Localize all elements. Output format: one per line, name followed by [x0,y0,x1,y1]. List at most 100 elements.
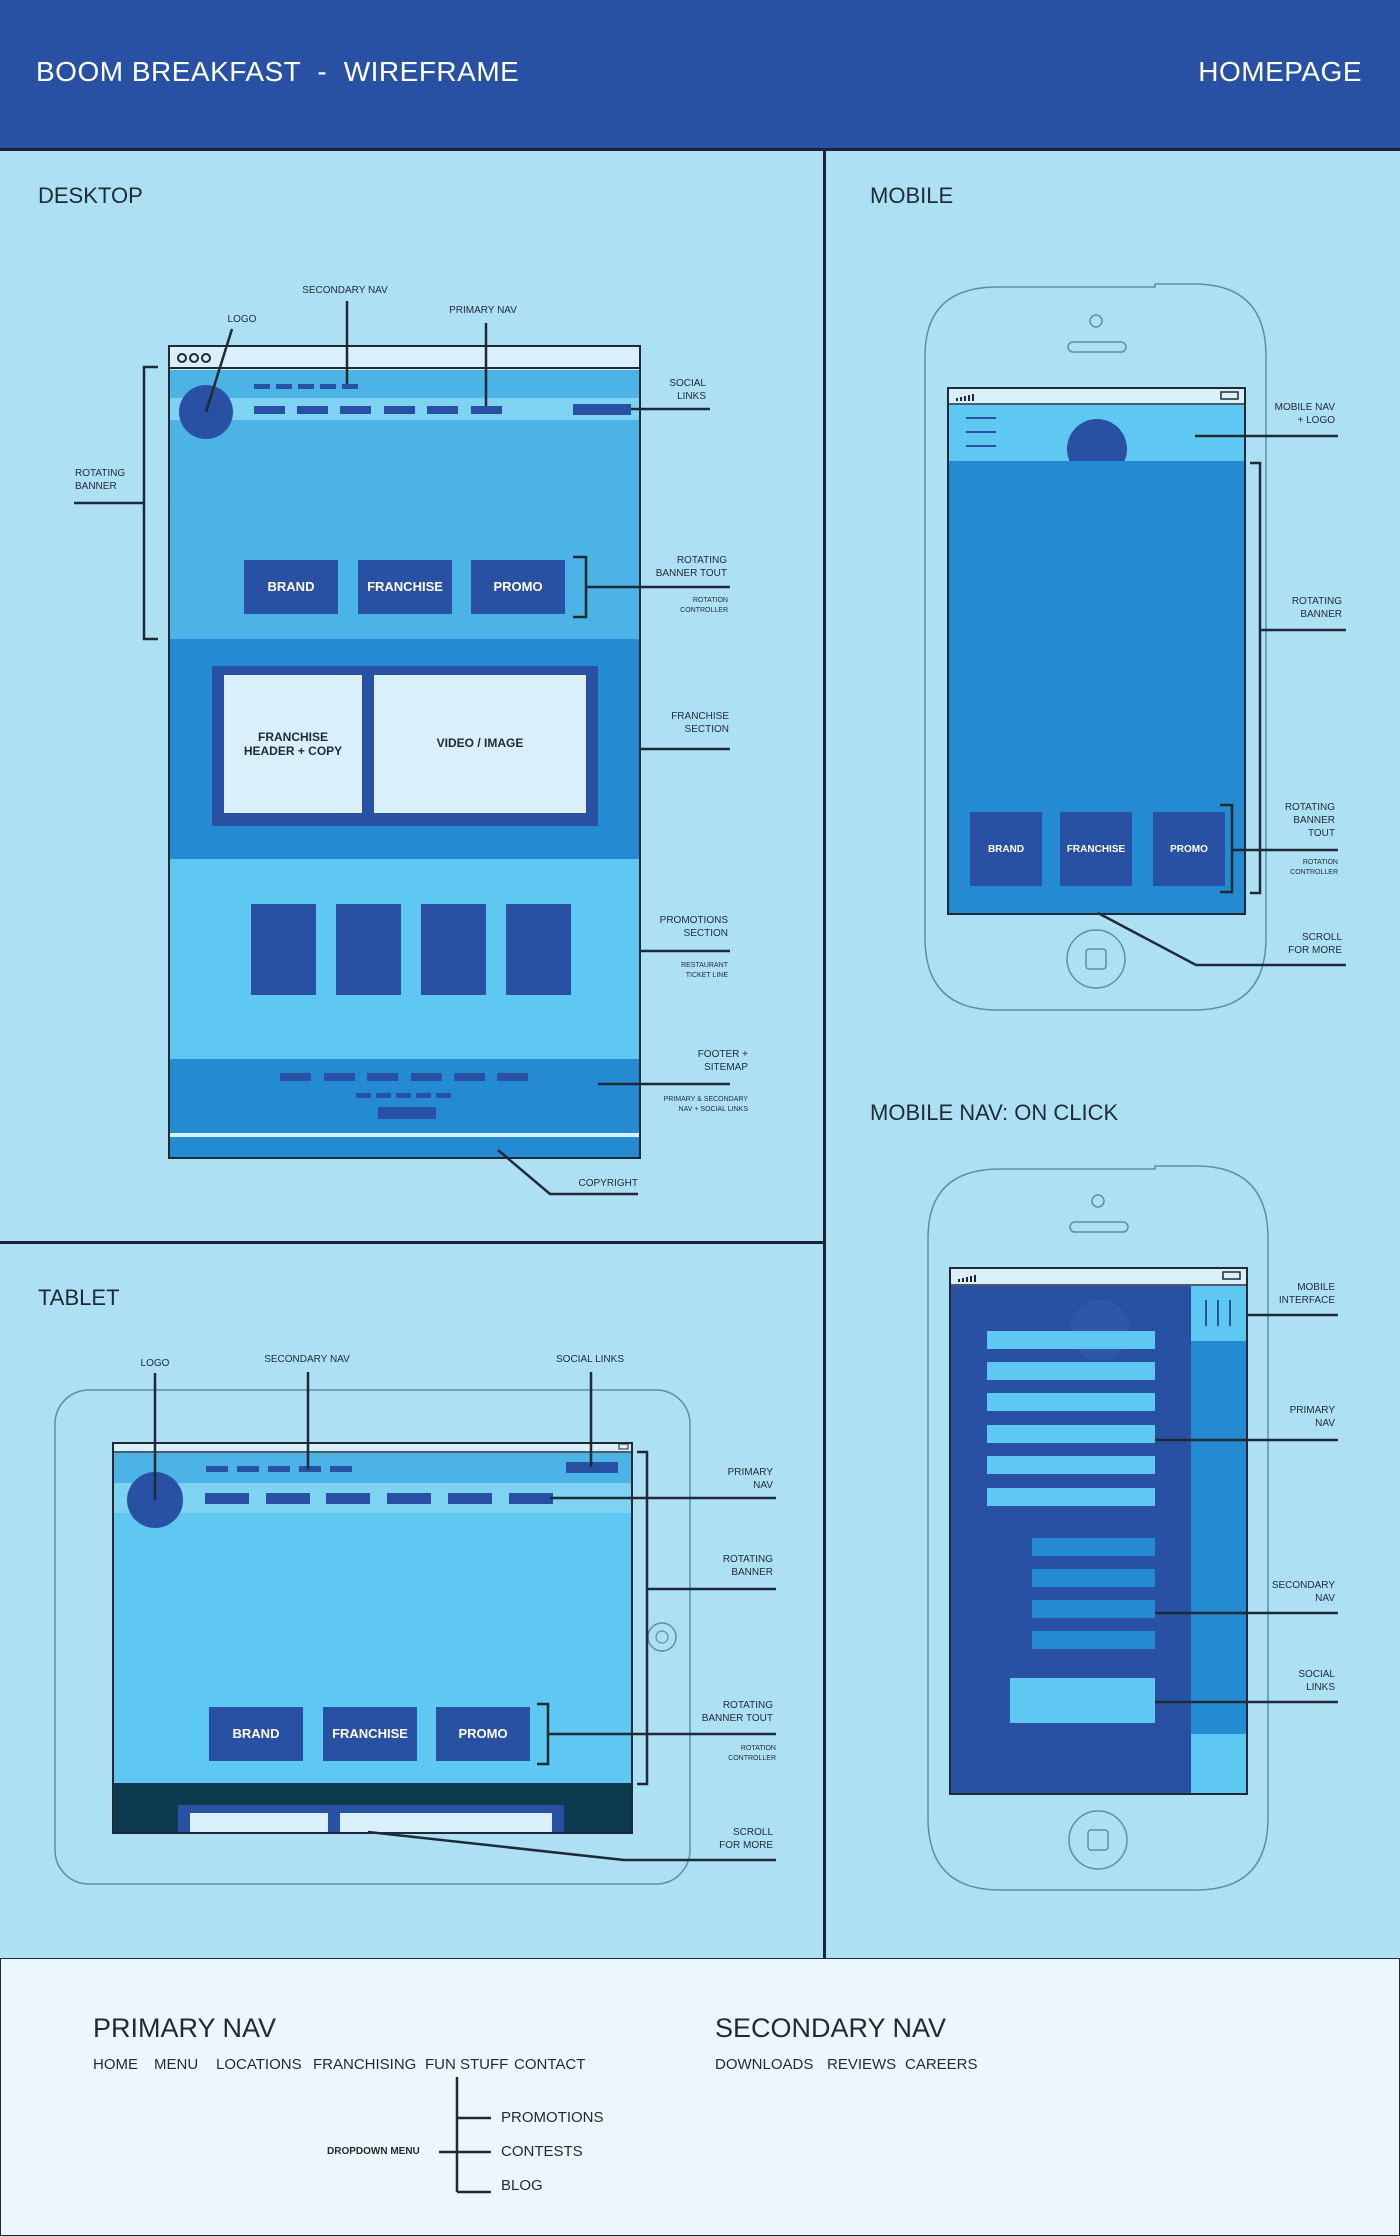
primary-nav-item[interactable]: LOCATIONS [216,2056,302,2073]
mobile-label-scroll-2: FOR MORE [1288,945,1342,956]
page-subtitle: HOMEPAGE [1198,56,1362,87]
primary-nav-item[interactable]: FRANCHISING [313,2056,417,2073]
tablet-label-primary-nav-1: PRIMARY [728,1467,774,1478]
tablet-label-scroll-2: FOR MORE [719,1840,773,1851]
mobile-nav-label-interface-1: MOBILE [1297,1282,1335,1293]
panel-divider-vertical [823,151,826,1958]
desktop-label-rotation-controller-1: ROTATION [693,597,728,604]
mobile-nav-label-social-1: SOCIAL [1298,1669,1335,1680]
signal-icon [956,394,974,401]
desktop-label-footer-nav-2: NAV + SOCIAL LINKS [679,1106,749,1113]
tablet-promo-button: PROMO [458,1726,507,1741]
nav-legend: PRIMARY NAV HOME MENU LOCATIONS FRANCHIS… [0,1958,1400,2236]
tablet-label-rotating-banner-1: ROTATING [723,1554,773,1565]
tablet-label-banner-tout-2: BANNER TOUT [702,1713,773,1724]
mobile-interface-icon [1205,1300,1231,1326]
header-bar: BOOM BREAKFAST - WIREFRAME HOMEPAGE [0,0,1400,151]
mobile-phone-2 [927,1165,1269,1891]
mobile-nav-home-button-icon [1068,1810,1128,1870]
secondary-nav-item[interactable]: DOWNLOADS [715,2056,814,2073]
tablet-label-primary-nav-2: NAV [753,1480,773,1491]
tablet-title: TABLET [38,1285,120,1310]
hamburger-icon [966,417,996,447]
tablet-label-rotation-controller-2: CONTROLLER [728,1755,776,1762]
video-image-box: VIDEO / IMAGE [437,736,524,750]
tablet-label-rotating-banner-2: BANNER [731,1567,773,1578]
desktop-label-rotating-banner-1: ROTATING [75,468,125,479]
mobile-nav-label-social-2: LINKS [1306,1682,1335,1693]
tablet-label-social-links: SOCIAL LINKS [556,1354,624,1365]
mobile-promo-button: PROMO [1170,844,1208,855]
primary-nav-item[interactable]: MENU [154,2056,199,2073]
mobile-franchise-button: FRANCHISE [1067,844,1126,855]
desktop-label-rotation-controller-2: CONTROLLER [680,607,728,614]
desktop-brand-button: BRAND [268,579,315,594]
tablet-brand-button: BRAND [233,1726,280,1741]
desktop-label-primary-nav: PRIMARY NAV [449,305,517,316]
dropdown-item[interactable]: PROMOTIONS [501,2109,604,2126]
desktop-label-restaurant-2: TICKET LINE [686,972,729,979]
desktop-label-promotions-1: PROMOTIONS [660,915,729,926]
desktop-label-footer-1: FOOTER + [698,1049,748,1060]
page-title: BOOM BREAKFAST - WIREFRAME [36,56,520,87]
tablet-home-button-icon [647,1622,677,1652]
mobile-label-nav-logo-1: MOBILE NAV [1275,402,1336,413]
primary-nav-item[interactable]: HOME [93,2056,138,2073]
secondary-nav-title: SECONDARY NAV [715,2013,947,2043]
mobile-label-rotation-controller-2: CONTROLLER [1290,869,1338,876]
desktop-label-social-links-2: LINKS [677,391,706,402]
mobile-nav-label-primary-1: PRIMARY [1290,1405,1336,1416]
mobile-nav-label-interface-2: INTERFACE [1279,1295,1335,1306]
desktop-label-banner-tout-2: BANNER TOUT [656,568,727,579]
franchise-header-line2: HEADER + COPY [244,744,342,758]
mobile-nav-label-secondary-1: SECONDARY [1272,1580,1335,1591]
desktop-label-secondary-nav: SECONDARY NAV [302,285,388,296]
tablet-franchise-button: FRANCHISE [332,1726,408,1741]
tablet-label-scroll-1: SCROLL [733,1827,773,1838]
tablet-label-banner-tout-1: ROTATING [723,1700,773,1711]
mobile-label-rotating-banner-1: ROTATING [1292,596,1342,607]
desktop-promo-button: PROMO [493,579,542,594]
mobile-nav-label-secondary-2: NAV [1315,1593,1335,1604]
mobile-label-banner-tout-3: TOUT [1308,828,1335,839]
secondary-nav-item[interactable]: CAREERS [905,2056,978,2073]
dropdown-menu-label: DROPDOWN MENU [327,2146,420,2157]
desktop-label-restaurant-1: RESTAURANT [681,962,729,969]
secondary-nav-item[interactable]: REVIEWS [827,2056,897,2073]
mobile-title: MOBILE [870,183,954,208]
desktop-label-banner-tout-1: ROTATING [677,555,727,566]
desktop-label-footer-2: SITEMAP [704,1062,748,1073]
desktop-label-rotating-banner-2: BANNER [75,481,117,492]
mobile-home-button-icon [1066,929,1126,989]
mobile-phone-1: BRAND FRANCHISE PROMO [924,283,1267,1011]
tablet-label-logo: LOGO [141,1358,170,1369]
mobile-label-rotation-controller-1: ROTATION [1303,859,1338,866]
tablet-wireframe: BRAND FRANCHISE PROMO LOGO SECONDARY NAV… [54,1354,776,1885]
mobile-label-nav-logo-2: + LOGO [1297,415,1335,426]
browser-dots-icon [177,353,211,363]
mobile-label-banner-tout-1: ROTATING [1285,802,1335,813]
mobile-label-rotating-banner-2: BANNER [1300,609,1342,620]
desktop-wireframe: BRAND FRANCHISE PROMO FRANCHISE HEADER +… [74,285,749,1196]
desktop-label-copyright: COPYRIGHT [579,1178,638,1189]
dropdown-item[interactable]: CONTESTS [501,2143,583,2160]
primary-nav-item[interactable]: FUN STUFF [425,2056,509,2073]
mobile-label-banner-tout-2: BANNER [1293,815,1335,826]
desktop-label-franchise-section-1: FRANCHISE [671,711,729,722]
mobile-brand-button: BRAND [988,844,1024,855]
battery-icon [1220,391,1239,400]
primary-nav-item[interactable]: CONTACT [514,2056,586,2073]
desktop-label-franchise-section-2: SECTION [685,724,729,735]
panel-divider-horizontal [0,1241,823,1244]
tablet-label-secondary-nav: SECONDARY NAV [264,1354,350,1365]
mobile-nav-title: MOBILE NAV: ON CLICK [870,1100,1119,1125]
primary-nav-title: PRIMARY NAV [93,2013,277,2043]
desktop-title: DESKTOP [38,183,143,208]
franchise-header-line1: FRANCHISE [258,730,328,744]
dropdown-item[interactable]: BLOG [501,2177,543,2194]
desktop-franchise-button: FRANCHISE [367,579,443,594]
mobile-nav-label-primary-2: NAV [1315,1418,1335,1429]
desktop-label-promotions-2: SECTION [684,928,728,939]
mobile-label-scroll-1: SCROLL [1302,932,1342,943]
